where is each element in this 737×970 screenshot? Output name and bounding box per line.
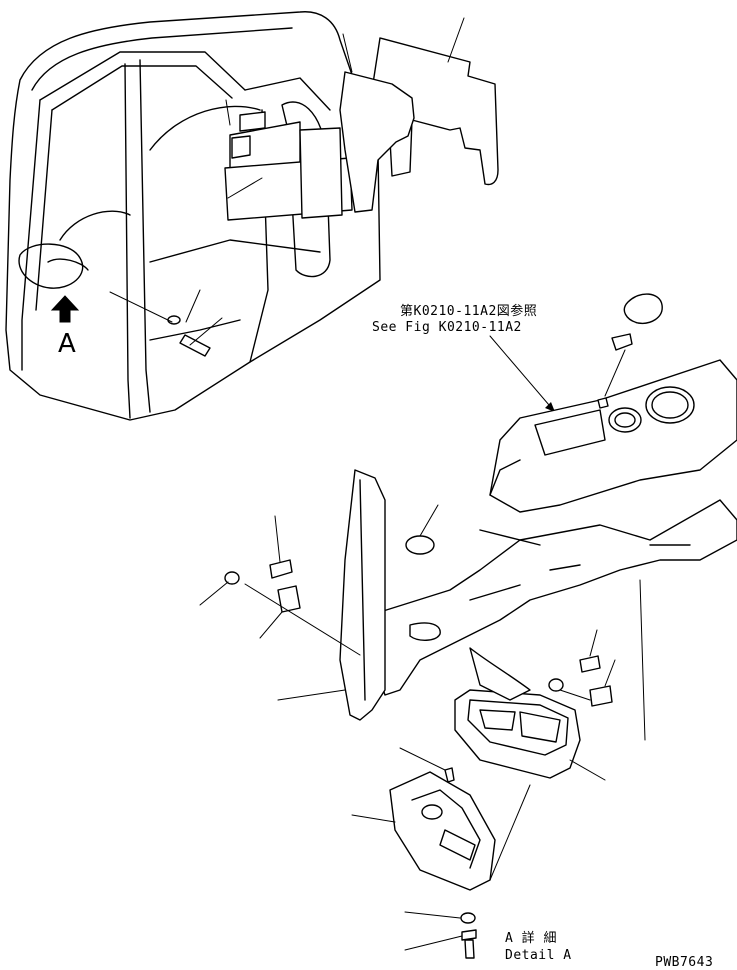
- right-clip-hardware: [548, 579, 646, 741]
- washer-and-bolt: [404, 911, 477, 959]
- leader-arrow-icon: [545, 402, 555, 412]
- drawing-number: PWB7643: [655, 955, 713, 970]
- side-panel: [277, 469, 386, 721]
- monitor-bracket: [351, 747, 531, 891]
- view-label-a: A: [58, 329, 76, 359]
- right-console: [489, 293, 737, 513]
- reference-leader-line: [489, 335, 556, 413]
- insulation-panels: [339, 17, 499, 213]
- view-arrow-icon: [50, 295, 80, 323]
- detail-label-en: Detail A: [505, 948, 572, 963]
- left-clip-hardware: [199, 515, 361, 656]
- detail-label-jp: A 詳 細: [505, 930, 557, 946]
- reference-note-jp: 第K0210-11A2図参照: [400, 303, 537, 319]
- floor-cover: [379, 499, 737, 696]
- reference-note-en: See Fig K0210-11A2: [372, 320, 522, 335]
- monitor-panel: [454, 647, 606, 781]
- cap-plug: [405, 504, 439, 555]
- operator-cab: [5, 11, 381, 421]
